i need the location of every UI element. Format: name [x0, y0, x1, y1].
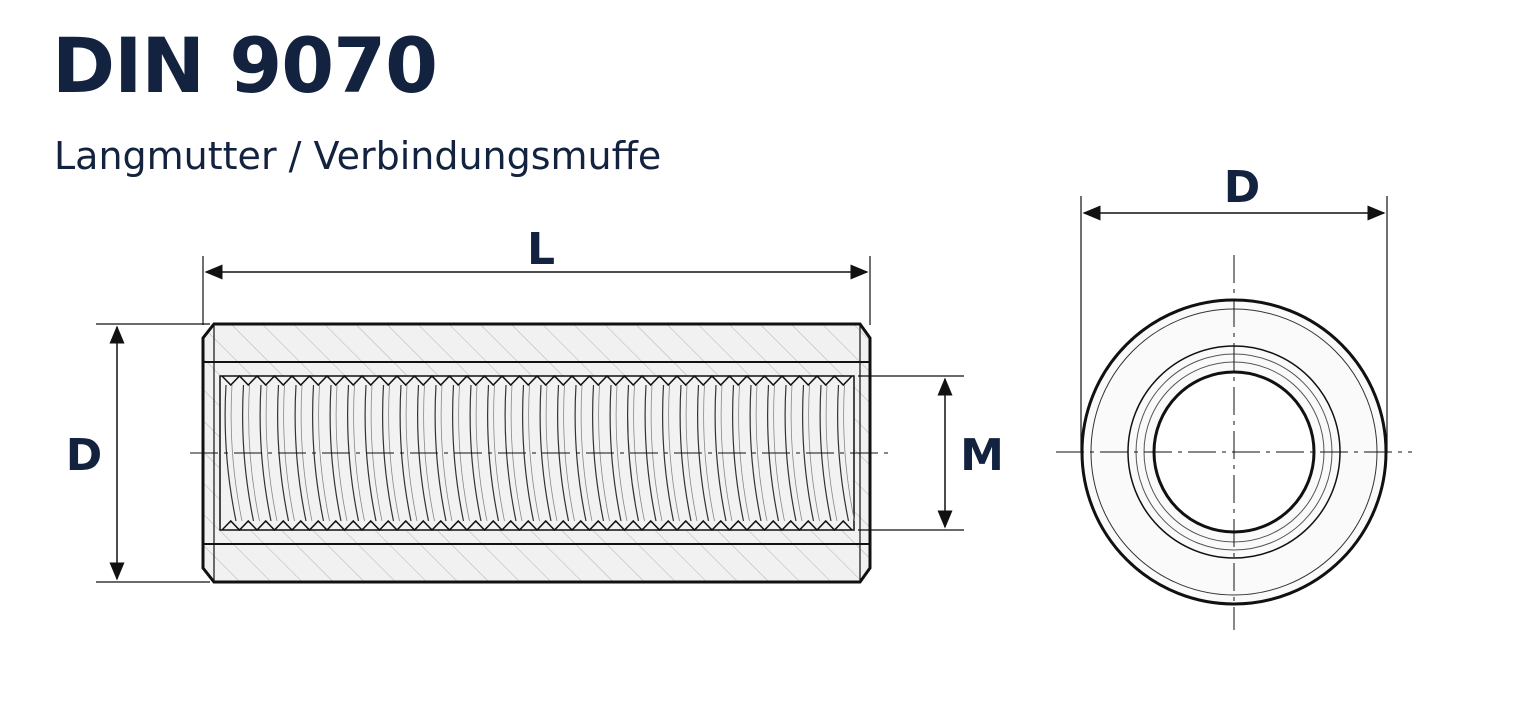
thread-flank-line [714, 384, 727, 522]
thread-crest-bottom [221, 519, 853, 532]
thread-flank-shadow [843, 384, 855, 522]
thread-flank-line [802, 384, 815, 522]
thread-crest-top [221, 374, 853, 387]
thread-label: M [960, 430, 1004, 481]
thread-flank-shadow [265, 384, 278, 522]
thread-flank-shadow [318, 384, 330, 522]
thread-flank-line [539, 384, 552, 522]
thread-flank-shadow [580, 384, 593, 522]
thread-flank-shadow [353, 384, 365, 522]
thread-flank-line [627, 384, 640, 522]
thread-flank-line [837, 384, 850, 522]
thread-flank-shadow [440, 384, 453, 522]
end-view: D [1056, 162, 1412, 630]
thread-flank-line [749, 384, 762, 522]
thread-flank-shadow [493, 384, 505, 522]
length-label: L [527, 224, 555, 275]
thread-flank-shadow [528, 384, 540, 522]
thread-flank-shadow [790, 384, 803, 522]
thread-flank-shadow [615, 384, 628, 522]
thread-flank-shadow [405, 384, 418, 522]
page-subtitle: Langmutter / Verbindungsmuffe [54, 134, 662, 178]
outer-diameter-label: D [66, 430, 103, 481]
end-outer-diameter-label: D [1224, 162, 1261, 213]
page-title: DIN 9070 [52, 21, 438, 110]
thread-flank-shadow [755, 384, 768, 522]
thread-flank-shadow [668, 384, 680, 522]
side-view: L D M [66, 224, 1004, 584]
thread-flank-shadow [230, 384, 243, 522]
thread-flank-shadow [703, 384, 715, 522]
